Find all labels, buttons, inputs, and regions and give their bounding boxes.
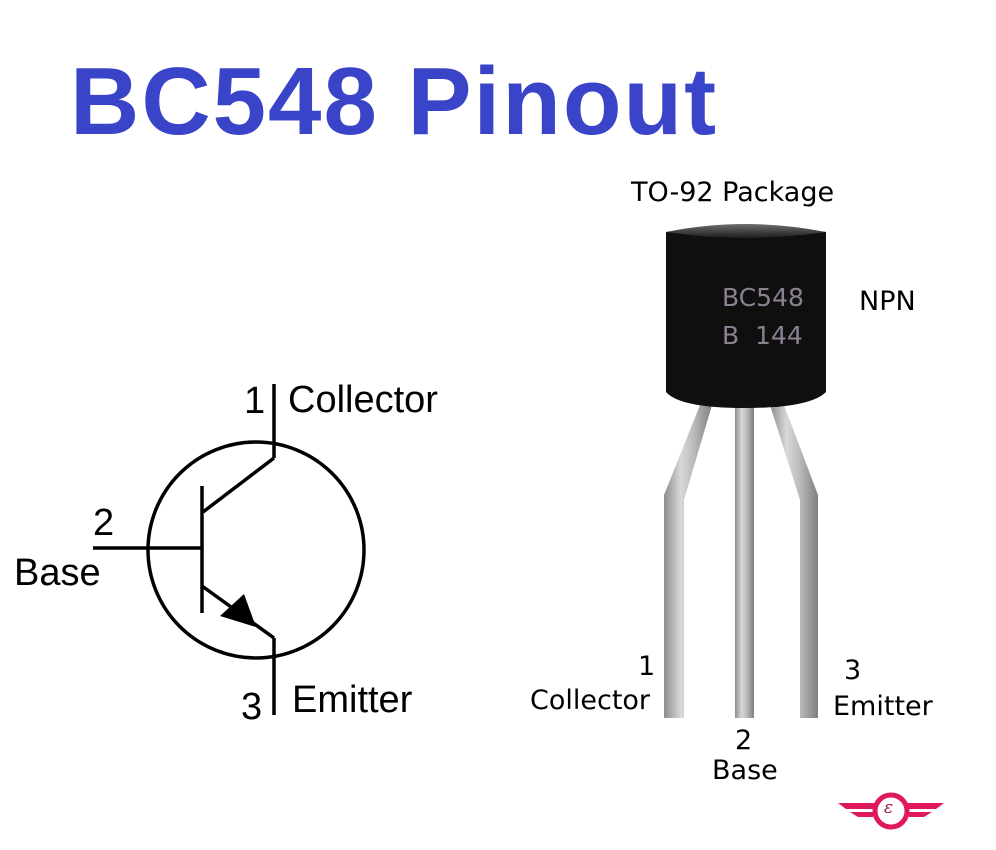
package-pin1-number: 1 [638,651,656,682]
package-marking-line2: B 144 [722,321,803,350]
package-pin3-name: Emitter [833,691,933,722]
package-pin2-number: 2 [735,725,753,756]
schematic-pin3-name: Emitter [292,679,413,721]
schematic-pin1-number: 1 [244,380,266,422]
schematic-pin2-number: 2 [93,502,115,544]
schematic-pin2-name: Base [14,552,101,594]
polarity-label: NPN [859,286,916,317]
emitter-arrow-icon [220,594,256,627]
package-caption: TO-92 Package [631,177,835,208]
schematic-pin3-number: 3 [241,686,263,728]
package-pin1-name: Collector [530,685,651,716]
package-pin2-name: Base [712,755,778,786]
schematic-pin1-name: Collector [288,379,438,421]
package-pin3-number: 3 [844,655,862,686]
page-title: BC548 Pinout [70,48,719,155]
logo-glyph: ε [884,798,894,818]
package-marking-line1: BC548 [722,283,804,312]
